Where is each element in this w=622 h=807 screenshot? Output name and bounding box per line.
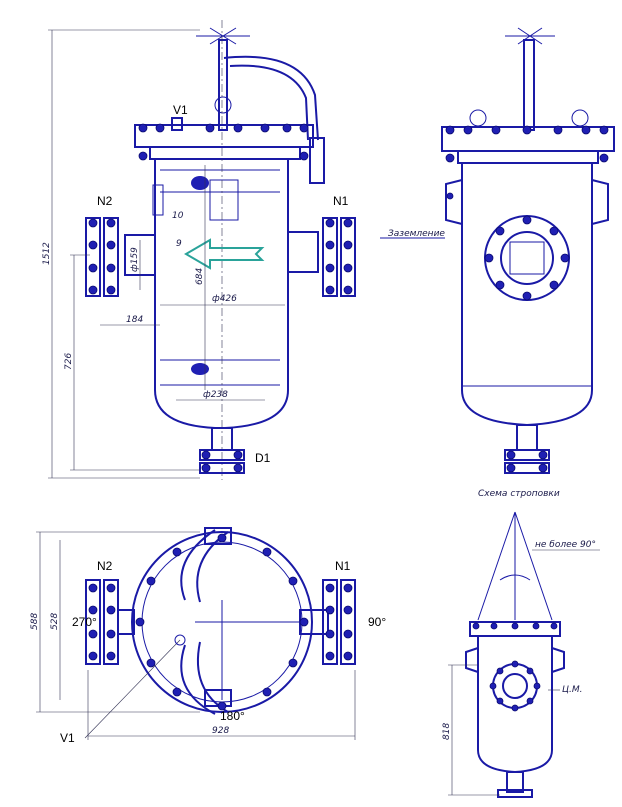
label-n2-front: N2 — [97, 194, 113, 208]
top-flange-bolts — [88, 533, 353, 711]
label-d1: D1 — [255, 451, 271, 465]
side-view — [380, 27, 615, 474]
sling-scheme — [448, 511, 600, 798]
dim-small-9: 9 — [176, 239, 182, 249]
dim-flange-528: 528 — [50, 613, 60, 630]
front-dimension-lines — [48, 29, 285, 479]
dim-overall-height: 1512 — [42, 242, 52, 265]
dim-small-10: 10 — [172, 211, 184, 221]
label-angle-180: 180° — [220, 709, 245, 723]
dim-flange-588: 588 — [30, 613, 40, 630]
dim-sling-818: 818 — [442, 723, 452, 740]
sling-bolts — [472, 622, 558, 712]
label-n1-top: N1 — [335, 559, 351, 573]
label-n1-front: N1 — [333, 194, 349, 208]
side-flange-bolts — [445, 125, 609, 473]
label-angle-270: 270° — [72, 615, 97, 629]
top-view — [36, 527, 356, 740]
front-flange-bolts — [88, 123, 353, 473]
dim-dia-159: ф159 — [130, 247, 140, 272]
note-sling-angle: не более 90° — [535, 540, 596, 550]
label-cm: Ц.М. — [562, 685, 582, 695]
dim-body-height: 684 — [195, 268, 205, 285]
dim-dia-426: ф426 — [212, 294, 237, 304]
dim-nozzle-height: 726 — [64, 353, 74, 370]
front-view — [85, 20, 356, 480]
flow-direction-arrow-icon — [184, 238, 265, 270]
dim-width-928: 928 — [212, 726, 229, 736]
label-v1-front: V1 — [173, 103, 188, 117]
label-n2-top: N2 — [97, 559, 113, 573]
note-sling-title: Схема строповки — [478, 489, 560, 499]
label-v1-top: V1 — [60, 731, 75, 745]
note-grounding: Заземление — [388, 229, 445, 239]
dim-dia-238: ф238 — [203, 390, 228, 400]
label-angle-90: 90° — [368, 615, 386, 629]
dim-offset-184: 184 — [126, 315, 143, 325]
